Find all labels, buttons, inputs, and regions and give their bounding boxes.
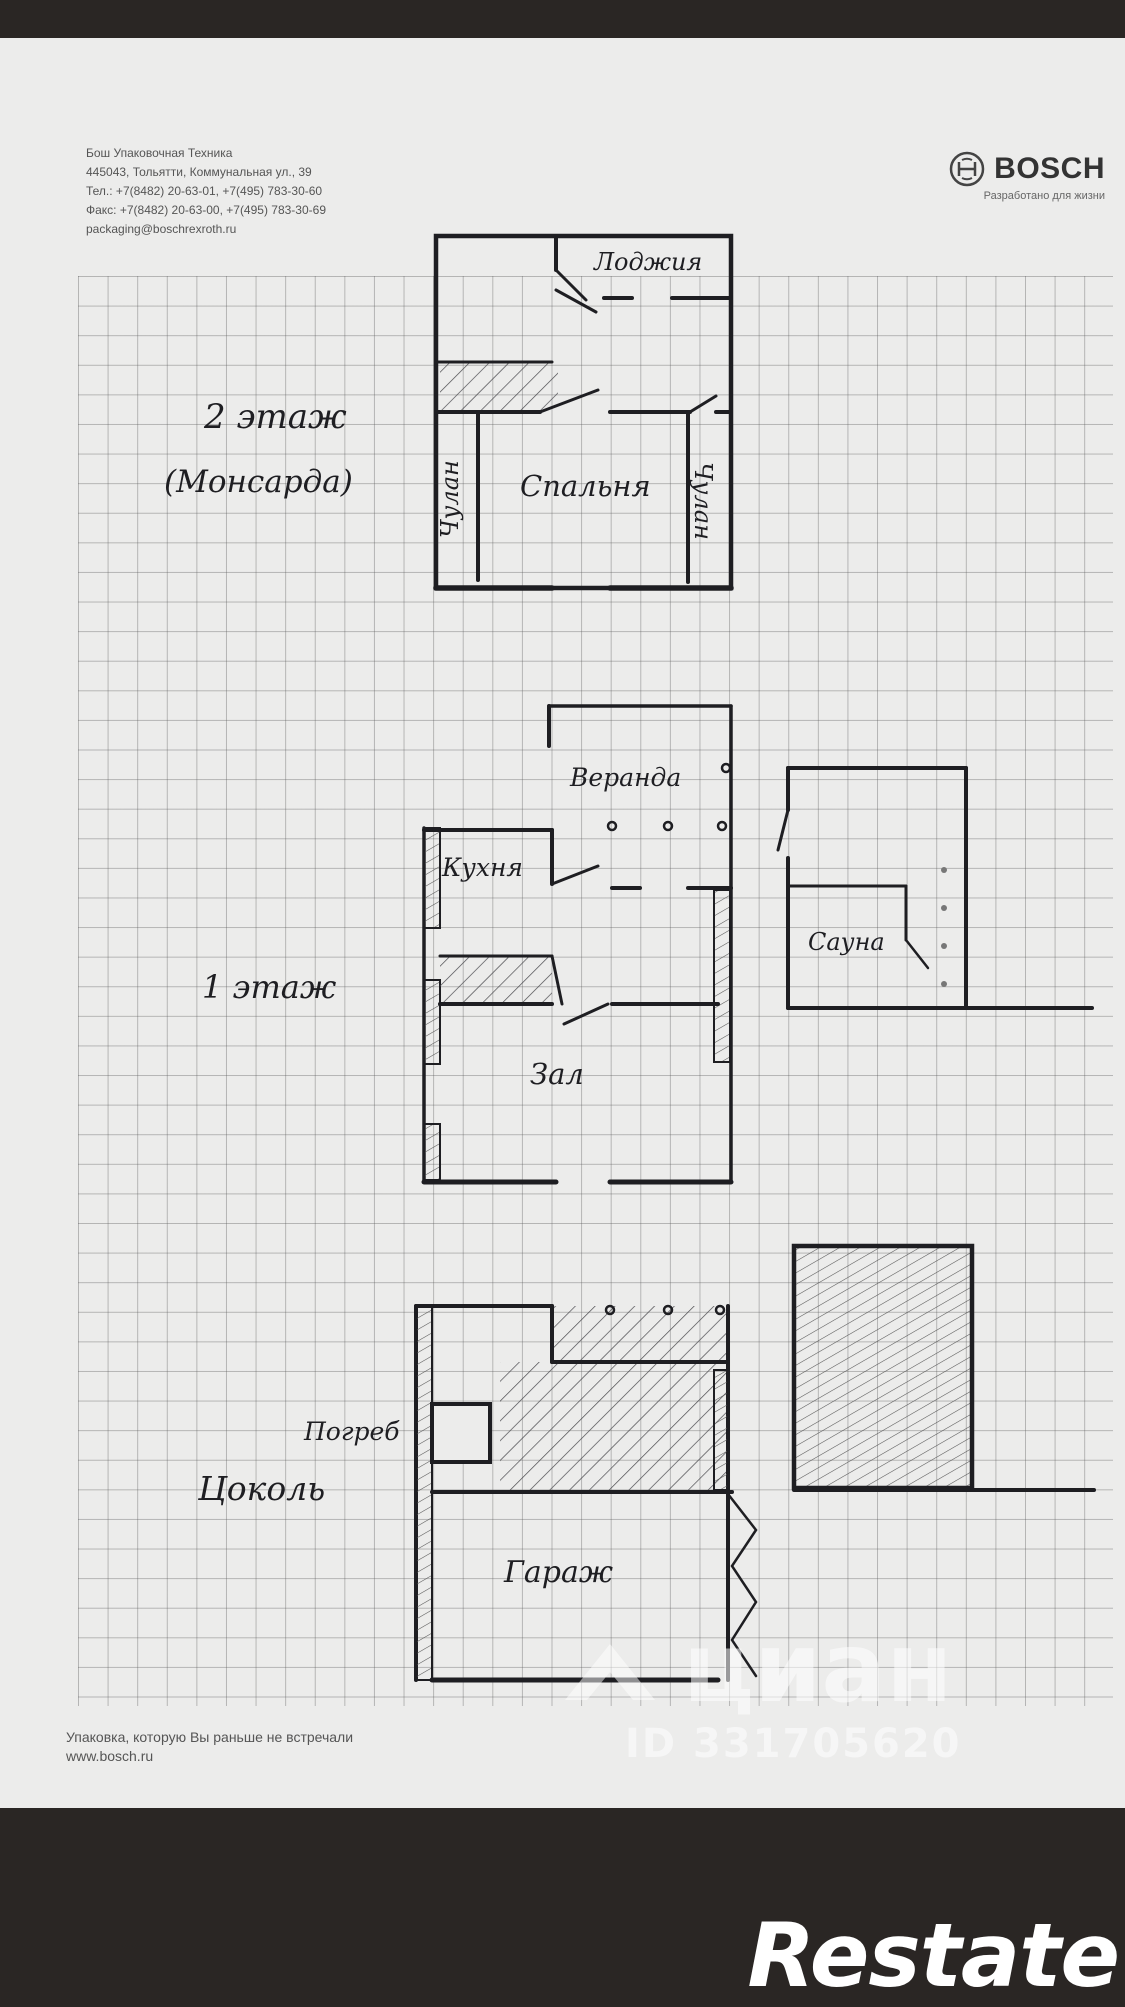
room-label-closet-right: Чулан [689,462,717,540]
footer-line-2: www.bosch.ru [66,1748,154,1764]
sauna-stove-marks [941,867,947,987]
cian-watermark-id: ID 331705620 [625,1721,962,1767]
bosch-brand: BOSCH Разработано для жизни [948,150,1105,202]
sender-address: 445043, Тольятти, Коммунальная ул., 39 [86,165,312,179]
sender-company: Бош Упаковочная Техника [86,146,233,160]
cian-logo-icon [565,1644,655,1700]
restate-logo: Restate [747,1912,1120,2000]
sauna-plan [776,766,1094,1010]
sender-fax: Факс: +7(8482) 20-63-00, +7(495) 783-30-… [86,203,326,217]
basement-sauna-footprint [791,1243,1096,1492]
room-label-closet-left: Чулан [436,460,464,538]
floor-title-basement: Цоколь [197,1469,325,1508]
cian-watermark: циан ID 331705620 [555,1620,962,1764]
paper-sheet: Бош Упаковочная Техника 445043, Тольятти… [0,38,1125,1808]
floor-title-first: 1 этаж [202,968,337,1006]
sender-block: Бош Упаковочная Техника 445043, Тольятти… [86,144,326,239]
brand-name: BOSCH [994,152,1105,185]
floor-subtitle-second: (Монсарда) [164,464,353,500]
cian-watermark-text: циан [683,1612,953,1724]
sender-phone: Тел.: +7(8482) 20-63-01, +7(495) 783-30-… [86,184,323,198]
footer-line-1: Упаковка, которую Вы раньше не встречали [66,1729,354,1745]
bosch-logo-icon [949,151,985,187]
veranda-posts [606,762,732,832]
restate-logo-text: Restate [747,1904,1120,2007]
room-label-hall: Зал [530,1057,584,1091]
basement-plan [414,1304,758,1683]
room-label-bedroom: Спальня [520,469,651,503]
room-label-kitchen: Кухня [441,853,523,882]
first-floor-plan [421,704,734,1185]
footer-text: Упаковка, которую Вы раньше не встречали… [66,1728,353,1766]
room-label-loggia: Лоджия [593,248,702,276]
room-label-veranda: Веранда [569,763,681,792]
brand-tagline: Разработано для жизни [983,190,1105,202]
floor-title-second: 2 этаж [203,397,347,437]
room-label-cellar: Погреб [303,1417,400,1446]
second-floor-plan [433,233,734,591]
room-label-garage: Гараж [503,1555,613,1590]
room-label-sauna: Сауна [808,928,885,956]
sender-email: packaging@boschrexroth.ru [86,222,237,236]
